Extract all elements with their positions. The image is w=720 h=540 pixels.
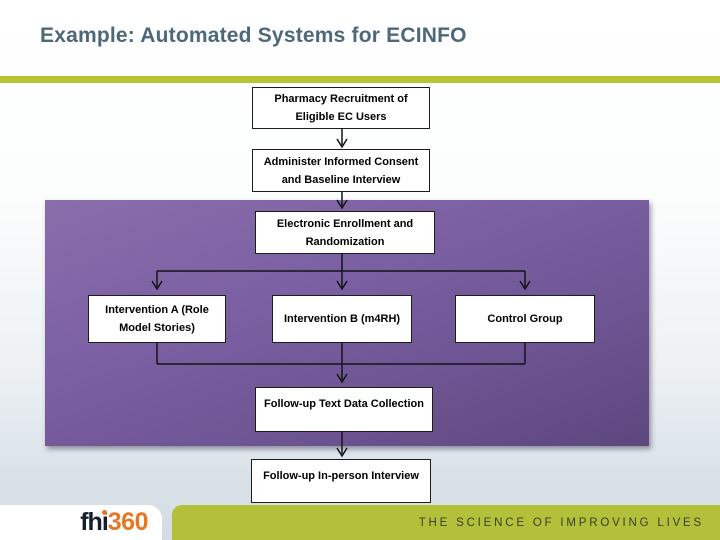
node-pharmacy-recruitment: Pharmacy Recruitment of Eligible EC User… bbox=[252, 87, 430, 129]
node-label-line: Follow-up In-person Interview bbox=[263, 470, 419, 482]
node-label-line: Administer Informed Consent bbox=[263, 155, 419, 168]
node-label-line: Intervention A (Role bbox=[105, 304, 209, 316]
fhi360-logo-text: fhi360 bbox=[80, 510, 148, 535]
node-electronic-enrollment: Electronic Enrollment and Randomization bbox=[255, 211, 435, 254]
logo-i-orange-dot: i bbox=[101, 508, 109, 536]
node-label-line: Follow-up Text Data Collection bbox=[264, 398, 424, 410]
arrowhead-icon bbox=[336, 447, 348, 458]
node-informed-consent: Administer Informed Consent and Baseline… bbox=[252, 149, 430, 192]
node-label-line: Randomization bbox=[305, 235, 385, 248]
node-control-group: Control Group bbox=[455, 295, 595, 343]
node-label-line: Control Group bbox=[487, 313, 563, 325]
node-followup-text-data: Follow-up Text Data Collection bbox=[255, 387, 433, 432]
node-label-line: Eligible EC Users bbox=[295, 111, 387, 123]
footer-tagline: THE SCIENCE OF IMPROVING LIVES bbox=[418, 516, 704, 529]
logo-fh: fh bbox=[80, 508, 103, 536]
node-followup-inperson: Follow-up In-person Interview bbox=[251, 459, 431, 503]
node-label-line: Intervention B (m4RH) bbox=[283, 313, 401, 325]
logo-360: 360 bbox=[107, 508, 149, 536]
node-label-line: Model Stories) bbox=[119, 322, 195, 334]
node-intervention-b: Intervention B (m4RH) bbox=[272, 295, 412, 343]
node-label-line: and Baseline Interview bbox=[281, 173, 401, 186]
page-title: Example: Automated Systems for ECINFO bbox=[40, 24, 467, 47]
node-label-line: Electronic Enrollment and bbox=[276, 217, 414, 230]
arrowhead-icon bbox=[336, 138, 348, 149]
title-underline bbox=[0, 76, 720, 83]
footer-bar: fhi360 THE SCIENCE OF IMPROVING LIVES bbox=[0, 505, 720, 540]
node-intervention-a: Intervention A (Role Model Stories) bbox=[88, 295, 226, 343]
footer-tagline-bar: THE SCIENCE OF IMPROVING LIVES bbox=[172, 505, 720, 540]
node-label-line: Pharmacy Recruitment of bbox=[274, 93, 408, 105]
fhi360-logo: fhi360 bbox=[0, 505, 162, 540]
